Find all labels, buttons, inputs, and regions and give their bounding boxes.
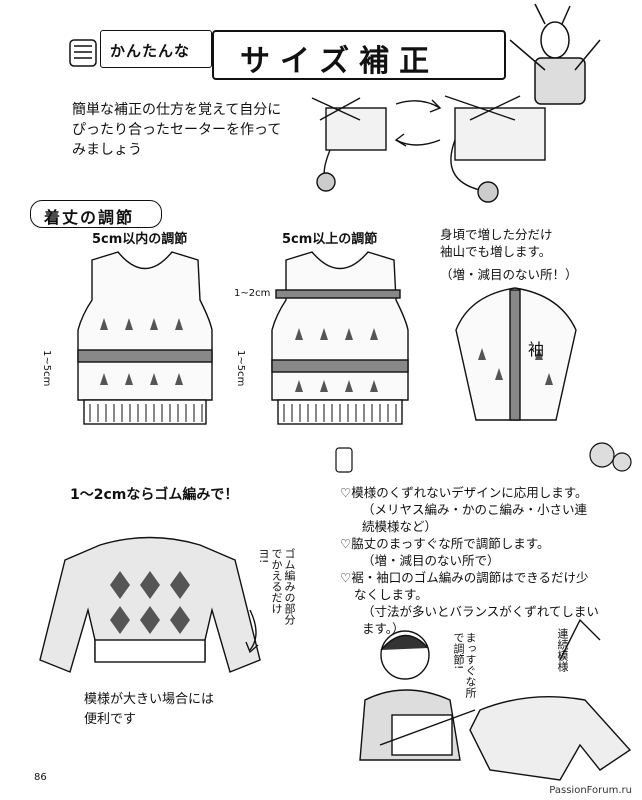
measure-under5: 1~5cm — [41, 350, 52, 387]
sleeve-label: 袖 — [528, 340, 545, 359]
sleeve-note: 身頃で増した分だけ 袖山でも増します。 （増・減目のない所！） — [440, 226, 630, 283]
note-line: （寸法が多いとバランスがくずれてしまい — [362, 604, 599, 619]
intro-line: みましょう — [72, 142, 142, 158]
header-badge: かんたんな — [110, 42, 191, 60]
panel-label-under5: 5cm以内の調節 — [92, 232, 188, 247]
panel-label-over5: 5cm以上の調節 — [282, 232, 378, 247]
rib-caption-line: 便利です — [84, 712, 137, 727]
rib-heading: 1～2cmならゴム編みで！ — [70, 487, 239, 503]
note-line: （増・減目のない所で） — [362, 553, 500, 568]
sleeve-note-line: 袖山でも増します。 — [440, 244, 552, 259]
sleeve-diagram — [455, 287, 577, 421]
sweater-speech-bubble: 連続模様 — [556, 628, 569, 672]
intro-text: 簡単な補正の仕方を覚えて自分に ぴったり合ったセーターを作って みましょう — [72, 100, 302, 160]
yarn-ball-icon — [335, 442, 632, 473]
measure-over5: 1~5cm — [235, 350, 246, 387]
intro-line: ぴったり合ったセーターを作って — [72, 122, 282, 138]
girl-knitting-icon — [359, 630, 476, 761]
rib-speech-bubble: ゴム編みの部分でかえるだけヨ! — [257, 548, 296, 625]
rib-caption: 模様が大きい場合には 便利です — [84, 690, 214, 730]
girl-speech-bubble: まっすぐな所で調節! — [452, 632, 477, 698]
title-box — [212, 30, 506, 80]
note-line: 続模様など） — [362, 519, 438, 534]
note-line: ♡裾・袖口のゴム編みの調節はできるだけ少 — [340, 570, 589, 585]
vest-diagram-over5 — [271, 251, 409, 425]
sweater-diagram — [39, 536, 261, 673]
note-line: （メリヤス編み・かのこ編み・小さい連 — [362, 502, 588, 517]
small-sweater-icon — [469, 618, 632, 781]
rabbit-knitting-icon — [509, 3, 601, 105]
measure-top: 1~2cm — [234, 288, 271, 299]
section-heading-box — [30, 200, 162, 228]
vest-diagram-under5 — [77, 251, 213, 425]
watermark: PassionForum.ru — [549, 785, 632, 796]
intro-line: 簡単な補正の仕方を覚えて自分に — [72, 102, 282, 118]
knitting-swatch-icon — [311, 95, 546, 203]
yarn-spool-icon — [69, 39, 97, 67]
note-line: ♡脇丈のまっすぐな所で調節します。 — [340, 536, 550, 551]
note-line: なくします。 — [354, 587, 428, 602]
page-number: 86 — [34, 772, 47, 783]
note-line: ♡模様のくずれないデザインに応用します。 — [340, 485, 588, 500]
page-title: サイズ補正 — [240, 44, 440, 79]
sleeve-note-line: 身頃で増した分だけ — [440, 227, 553, 242]
notes-list: ♡模様のくずれないデザインに応用します。 （メリヤス編み・かのこ編み・小さい連 … — [340, 484, 630, 637]
section-heading: 着丈の調節 — [44, 208, 135, 227]
sleeve-note-line: （増・減目のない所！） — [440, 267, 578, 282]
rib-caption-line: 模様が大きい場合には — [84, 692, 215, 707]
header-badge-box — [100, 30, 212, 68]
note-line: ます。） — [362, 621, 405, 636]
